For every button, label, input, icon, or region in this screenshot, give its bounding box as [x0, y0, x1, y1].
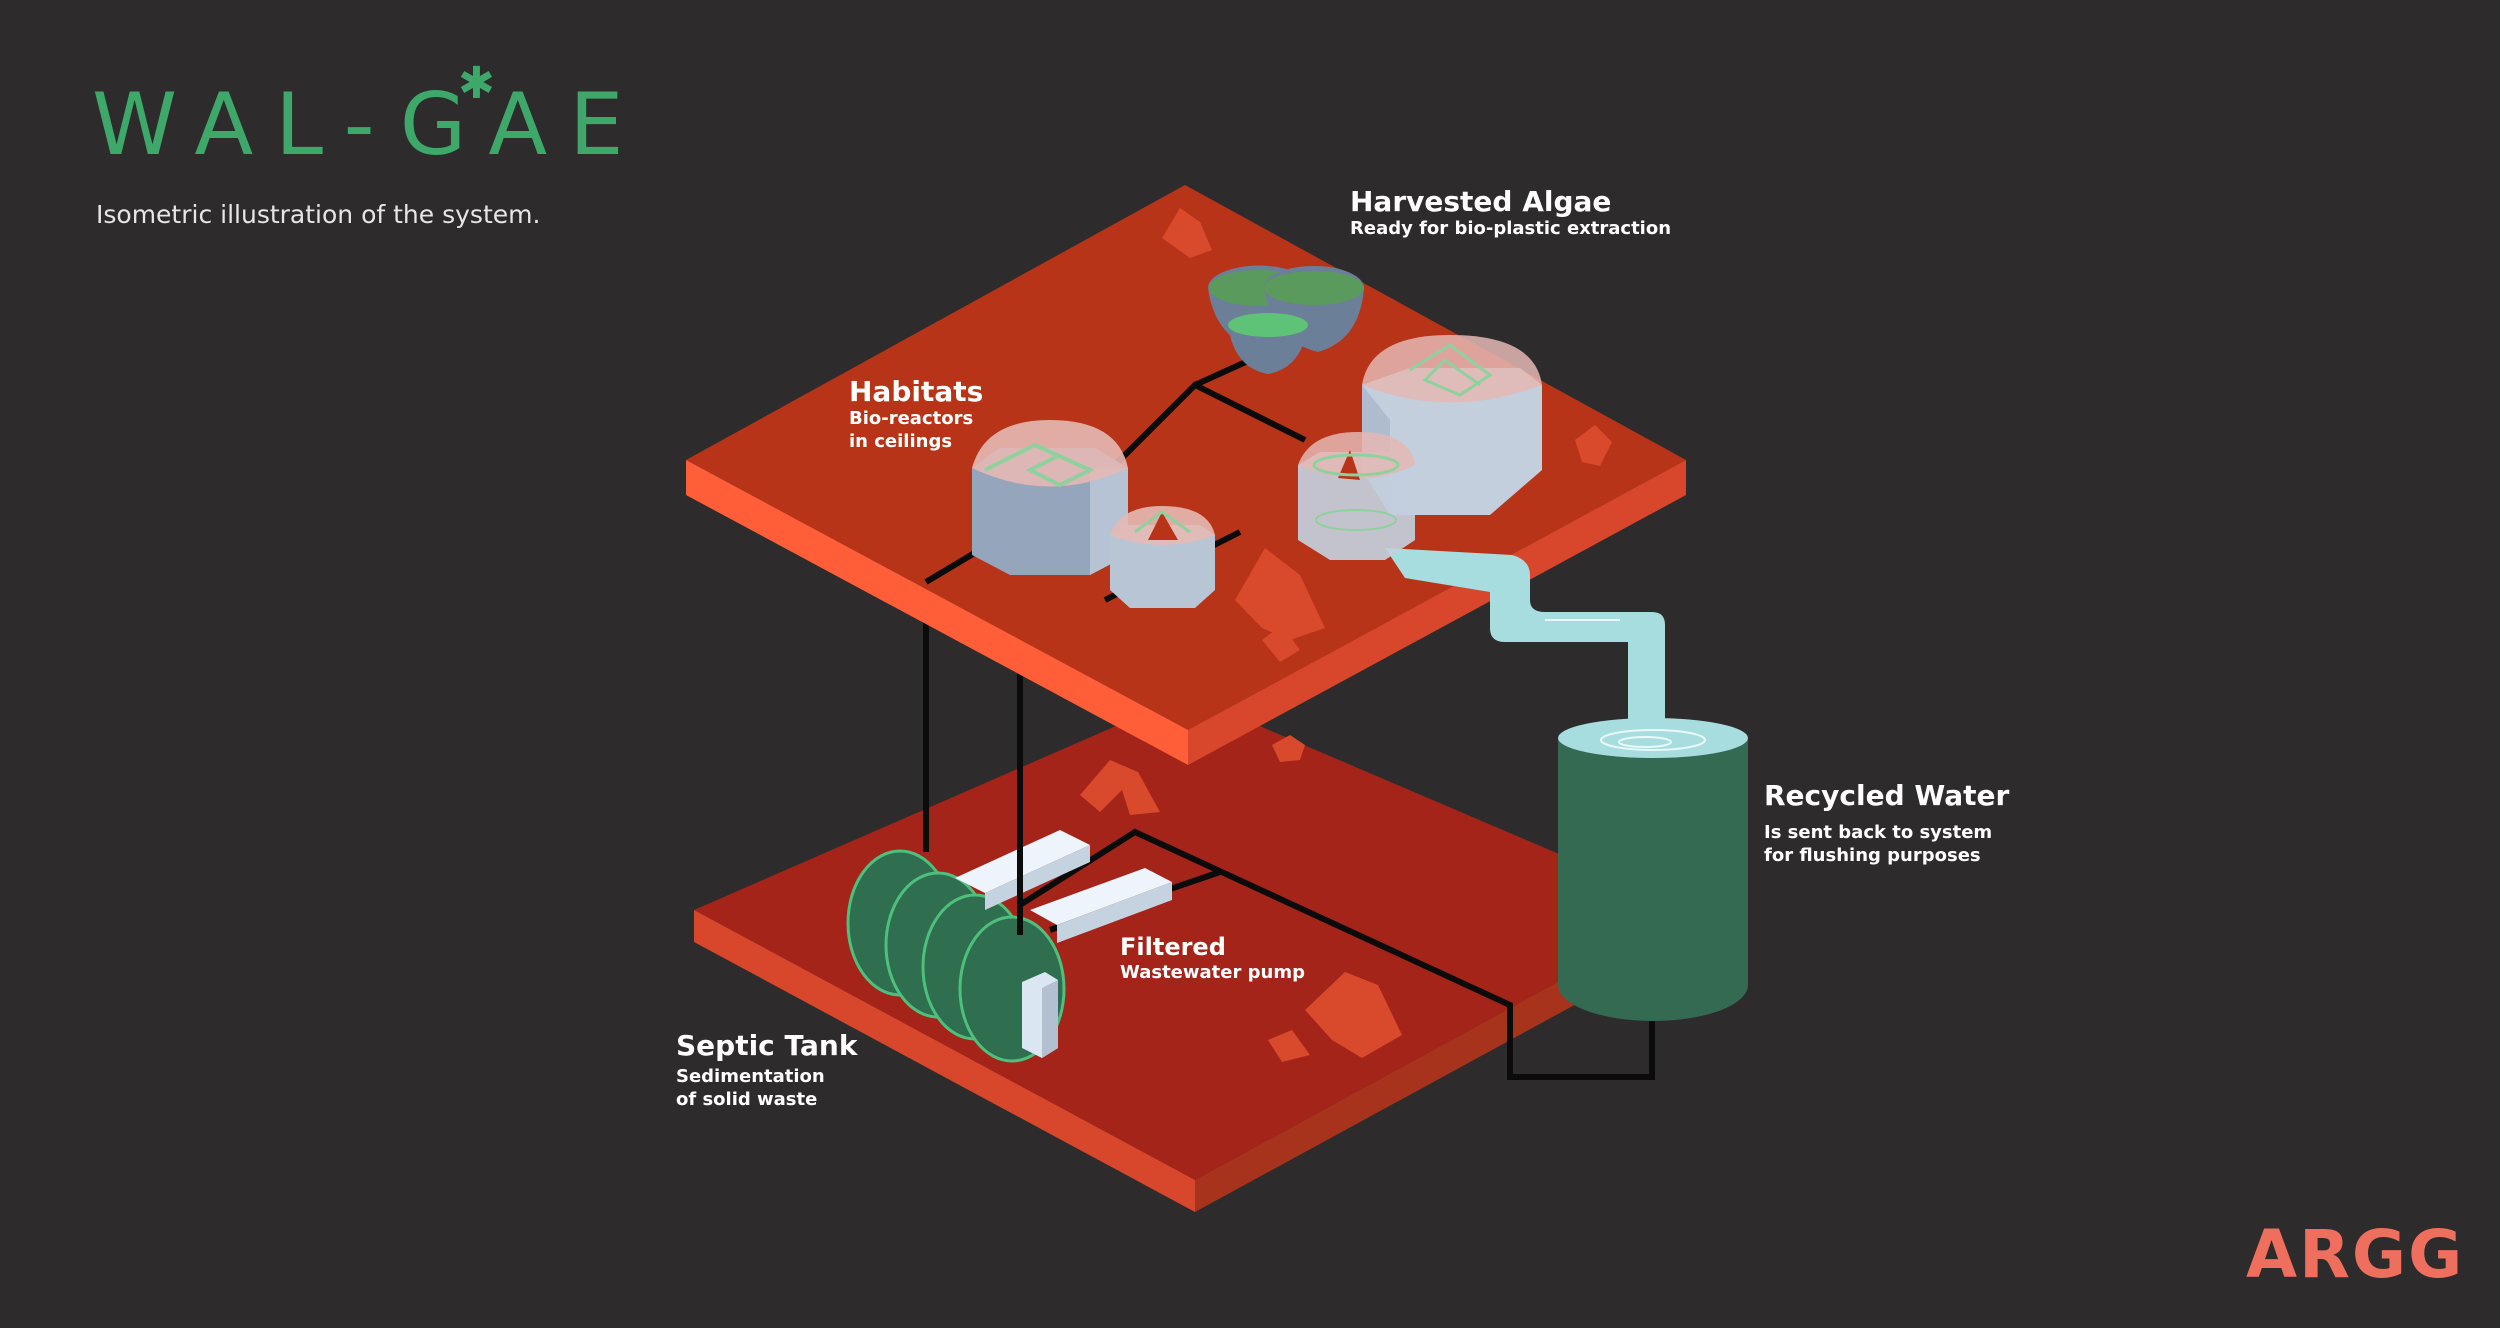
upper-platform [686, 185, 1686, 765]
label-recycled-water: Recycled Water Is sent back to system fo… [1764, 779, 2010, 867]
label-title: Filtered [1120, 933, 1226, 961]
page-subtitle: Isometric illustration of the system. [96, 200, 541, 229]
label-desc: Wastewater pump [1120, 961, 1305, 983]
harvested-algae-bowls [1208, 265, 1364, 374]
rocks-upper [1162, 208, 1612, 662]
logo-mark-icon: ✱ [458, 58, 495, 109]
label-title: Harvested Algae [1350, 185, 1612, 218]
label-title: Habitats [849, 375, 984, 408]
recycled-water-tank [1558, 718, 1748, 1021]
label-desc: Is sent back to system for flushing purp… [1764, 822, 1993, 866]
label-filtered: Filtered Wastewater pump [1120, 933, 1305, 984]
argg-brand-logo: ARGG [2246, 1216, 2465, 1293]
label-septic-tank: Septic Tank Sedimentation of solid waste [676, 1029, 858, 1111]
label-title: Recycled Water [1764, 779, 2010, 812]
wal-gae-logo: WAL-GAE [92, 75, 646, 175]
medium-dome-right [1298, 432, 1415, 560]
label-desc: Sedimentation of solid waste [676, 1066, 825, 1110]
label-desc: Ready for bio-plastic extraction [1350, 218, 1672, 240]
label-title: Septic Tank [676, 1029, 858, 1062]
wastewater-pump [955, 830, 1172, 1058]
label-desc: Bio-reactors in ceilings [849, 408, 974, 452]
rocks-lower [1080, 735, 1402, 1062]
septic-tank [846, 849, 1066, 1063]
habitat-dome-small [1110, 506, 1215, 608]
label-habitats: Habitats Bio-reactors in ceilings [849, 375, 984, 453]
large-dome-habitat [1362, 335, 1542, 515]
label-harvested-algae: Harvested Algae Ready for bio-plastic ex… [1350, 185, 1672, 241]
water-channel [1385, 548, 1665, 725]
habitat-dome-left [972, 420, 1128, 575]
